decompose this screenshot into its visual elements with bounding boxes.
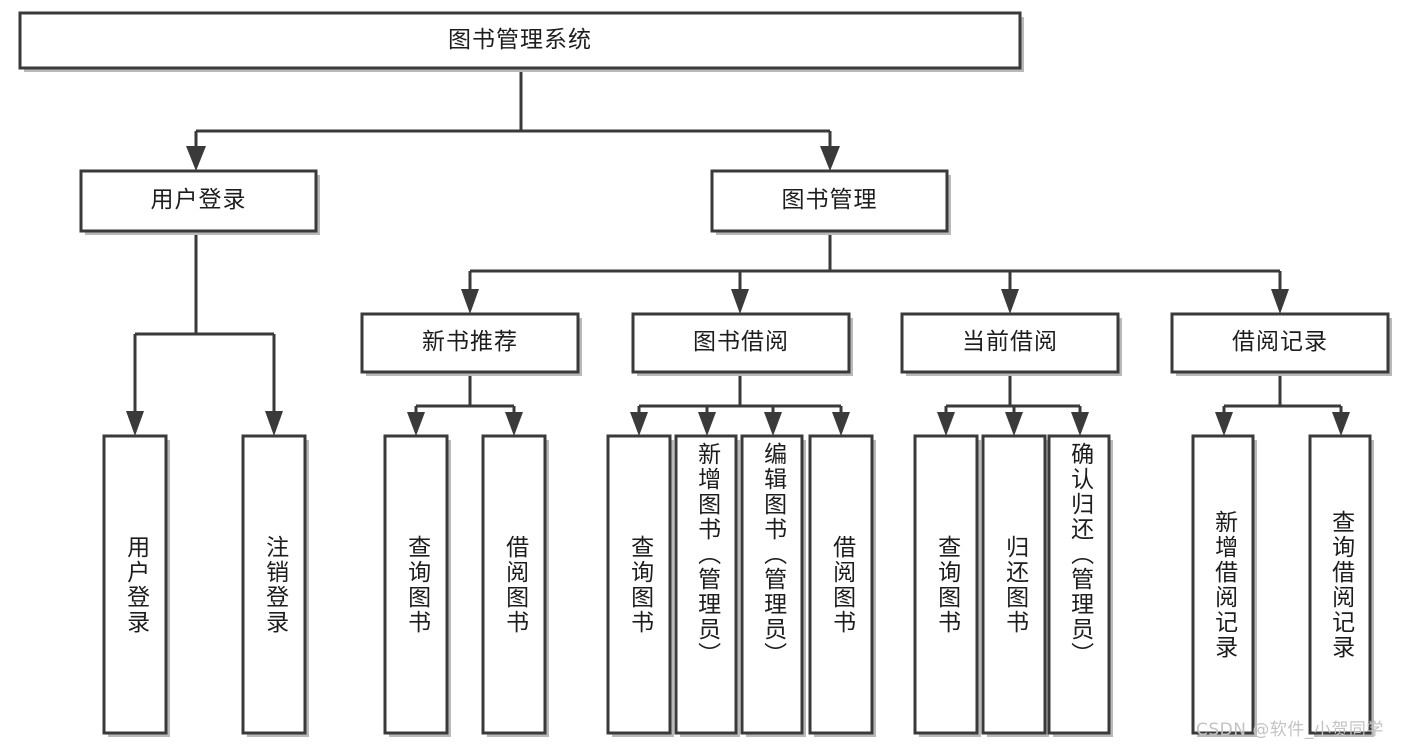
arrowhead-leaf13 bbox=[1332, 412, 1350, 436]
node-box-leaf6[interactable] bbox=[674, 434, 738, 735]
arrowhead-records bbox=[1271, 289, 1289, 314]
arrowhead-login bbox=[186, 146, 206, 171]
node-box-leaf2[interactable] bbox=[241, 434, 307, 735]
edge-group bbox=[126, 68, 1350, 436]
arrowhead-leaf7 bbox=[764, 412, 782, 436]
arrowhead-leaf4 bbox=[505, 412, 523, 436]
node-box-leaf3[interactable] bbox=[383, 434, 449, 735]
node-box-leaf9[interactable] bbox=[913, 434, 979, 735]
node-box-borrow[interactable] bbox=[631, 312, 851, 374]
node-box-leaf4[interactable] bbox=[481, 434, 547, 735]
node-box-leaf12[interactable] bbox=[1191, 434, 1255, 735]
arrowhead-leaf3 bbox=[407, 412, 425, 436]
node-box-leaf11[interactable] bbox=[1047, 434, 1111, 735]
node-box-root[interactable] bbox=[18, 11, 1022, 70]
arrowhead-bookmgmt bbox=[820, 146, 840, 171]
arrowhead-leaf9 bbox=[937, 412, 955, 436]
node-box-leaf5[interactable] bbox=[606, 434, 672, 735]
node-box-newbook[interactable] bbox=[360, 312, 580, 374]
node-box-group bbox=[18, 11, 1392, 737]
node-box-login[interactable] bbox=[79, 169, 318, 233]
arrowhead-leaf2 bbox=[265, 411, 283, 436]
arrowhead-current bbox=[1001, 289, 1019, 314]
node-box-leaf7[interactable] bbox=[740, 434, 804, 735]
node-box-bookmgmt[interactable] bbox=[710, 169, 949, 233]
arrowhead-leaf10 bbox=[1005, 412, 1023, 436]
arrowhead-leaf6 bbox=[698, 412, 716, 436]
arrowhead-leaf5 bbox=[630, 412, 648, 436]
node-box-leaf8[interactable] bbox=[808, 434, 874, 735]
node-box-leaf13[interactable] bbox=[1308, 434, 1372, 735]
arrowhead-borrow bbox=[731, 289, 749, 314]
node-box-leaf10[interactable] bbox=[981, 434, 1047, 735]
arrowhead-leaf12 bbox=[1215, 412, 1233, 436]
arrowhead-leaf1 bbox=[126, 411, 144, 436]
node-box-leaf1[interactable] bbox=[102, 434, 168, 735]
node-box-records[interactable] bbox=[1170, 312, 1390, 374]
arrowhead-leaf8 bbox=[832, 412, 850, 436]
node-box-current[interactable] bbox=[900, 312, 1120, 374]
arrowhead-newbook bbox=[461, 289, 479, 314]
watermark-text: CSDN @软件_小贺同学 bbox=[1196, 720, 1384, 740]
arrowhead-leaf11 bbox=[1071, 412, 1089, 436]
